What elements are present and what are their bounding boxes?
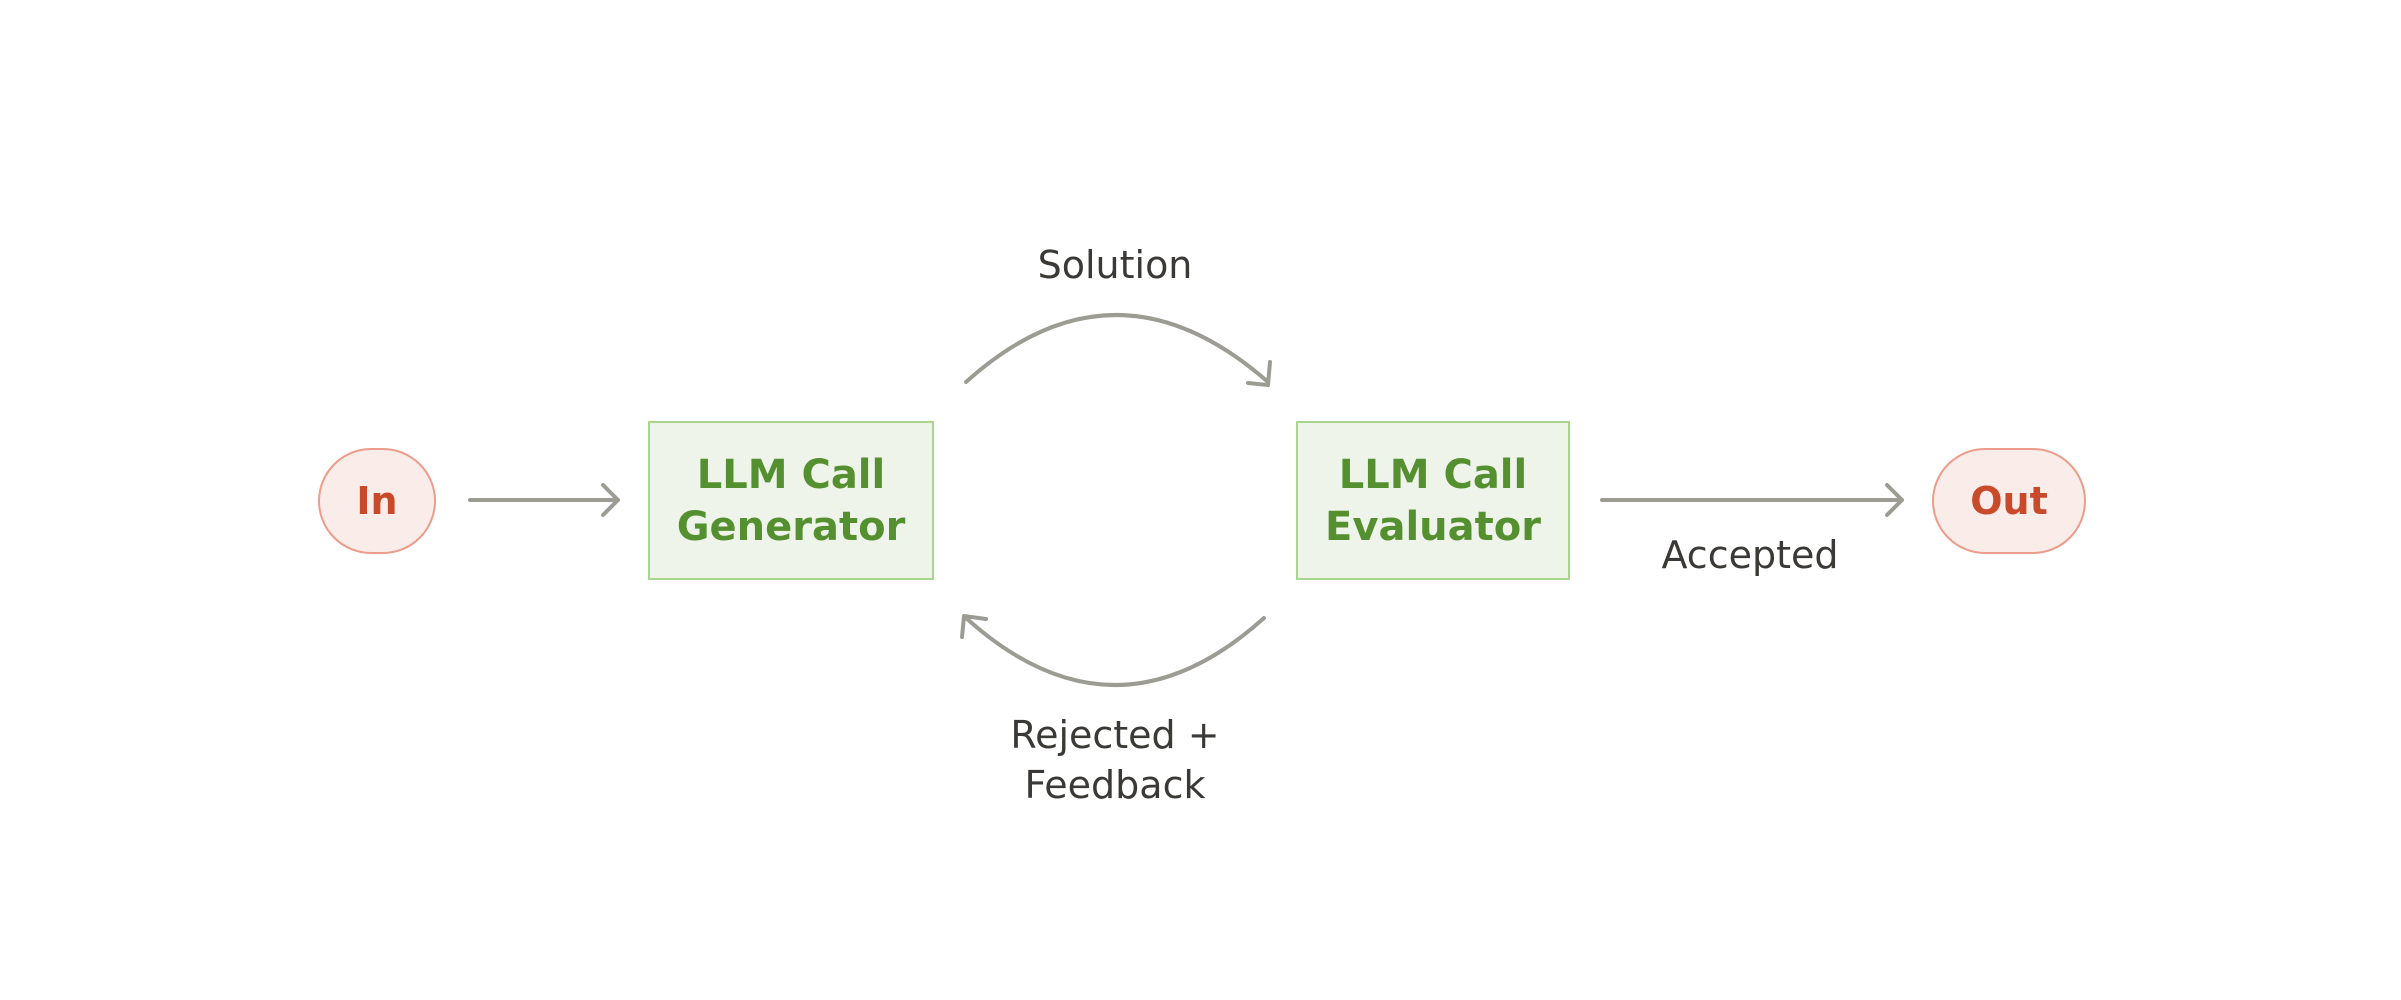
feedback-label: Rejected + Feedback — [965, 710, 1265, 810]
evaluator-line2: Evaluator — [1325, 503, 1541, 550]
output-label: Out — [1970, 479, 2048, 523]
arrow-solution — [964, 313, 1272, 387]
solution-label: Solution — [1037, 243, 1193, 287]
evaluator-node: LLM Call Evaluator — [1296, 421, 1570, 580]
generator-line2: Generator — [676, 503, 906, 550]
input-label: In — [356, 479, 398, 523]
output-node: Out — [1932, 448, 2086, 554]
arrow-feedback — [960, 614, 1266, 687]
feedback-line1: Rejected + — [1010, 713, 1220, 757]
evaluator-line1: LLM Call — [1338, 451, 1528, 498]
arrow-accepted — [1600, 483, 1904, 517]
feedback-line2: Feedback — [1024, 763, 1206, 807]
generator-line1: LLM Call — [696, 451, 886, 498]
input-node: In — [318, 448, 436, 554]
generator-node: LLM Call Generator — [648, 421, 934, 580]
accepted-label: Accepted — [1661, 533, 1839, 577]
arrow-in-to-generator — [468, 483, 620, 517]
